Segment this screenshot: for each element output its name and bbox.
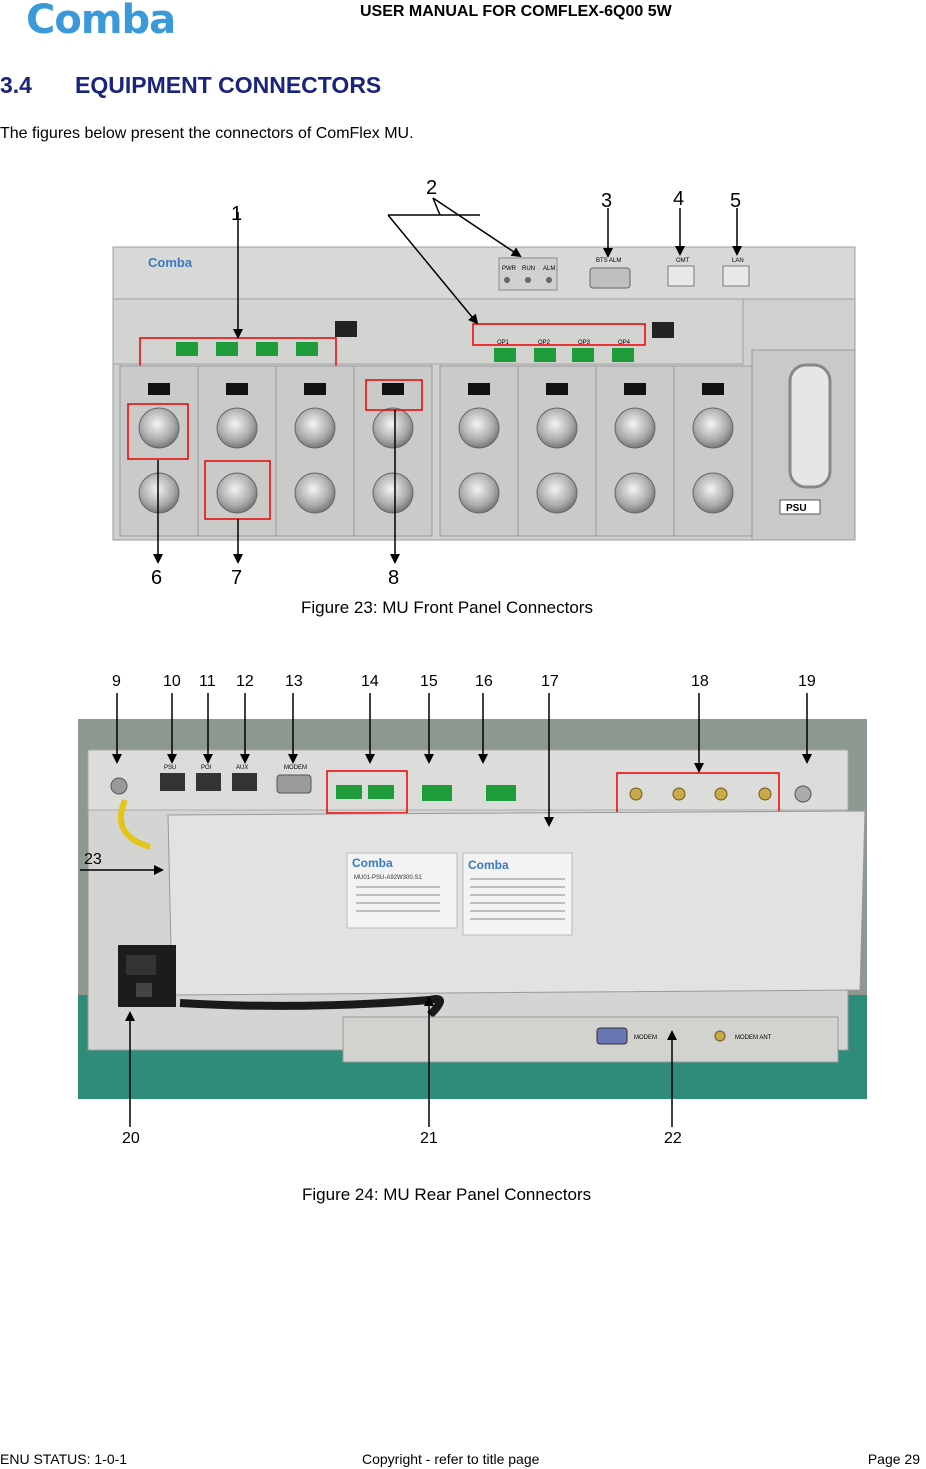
callout-2: 2 — [426, 177, 437, 199]
callout-21: 21 — [420, 1130, 438, 1147]
footer-status: ENU STATUS: 1-0-1 — [0, 1451, 128, 1467]
callout-11: 11 — [199, 673, 216, 690]
omt-label: OMT — [676, 258, 690, 264]
callout-6: 6 — [151, 567, 162, 589]
comba-logo: Comba — [26, 0, 176, 43]
op4-label: OP4 — [618, 340, 631, 346]
callout-17: 17 — [541, 673, 559, 690]
callout-20: 20 — [122, 1130, 140, 1147]
callout-7: 7 — [231, 567, 242, 589]
callout-5: 5 — [730, 190, 741, 212]
pwr-label: PWR — [502, 266, 517, 272]
callout-9: 9 — [112, 673, 121, 690]
section-title: EQUIPMENT CONNECTORS — [75, 72, 382, 98]
rear-panel-figure: PSU POI AUX MODEM Comba MU01-PSU-A92W300… — [78, 673, 867, 1147]
figure-23-caption: Figure 23: MU Front Panel Connectors — [301, 598, 593, 617]
psu-label: PSU — [786, 503, 807, 514]
callout-19: 19 — [798, 673, 816, 690]
op3-label: OP3 — [578, 340, 591, 346]
footer-page-number: Page 29 — [867, 1451, 920, 1467]
intro-paragraph: The figures below present the connectors… — [0, 125, 414, 142]
bts-alm-label: BTS ALM — [596, 258, 621, 264]
callout-8: 8 — [388, 567, 399, 589]
modem-ant-label: MODEM ANT — [735, 1035, 772, 1041]
op1-label: OP1 — [497, 340, 510, 346]
callout-15: 15 — [420, 673, 438, 690]
rear-psu-label: PSU — [164, 765, 176, 771]
bottom-modem-label: MODEM — [634, 1035, 657, 1041]
label-model: MU01-PSU-A92W300.S1 — [354, 875, 422, 881]
rear-poi-label: POI — [201, 765, 212, 771]
panel-brand: Comba — [148, 255, 193, 270]
front-panel-figure: Comba PWR RUN ALM BTS ALM OMT LAN OP1 OP… — [112, 177, 856, 589]
figure-24-caption: Figure 24: MU Rear Panel Connectors — [302, 1185, 592, 1204]
callout-3: 3 — [601, 190, 612, 212]
callout-18: 18 — [691, 673, 709, 690]
callout-22: 22 — [664, 1130, 682, 1147]
label-brand-2: Comba — [468, 858, 509, 872]
run-label: RUN — [522, 266, 535, 272]
section-number: 3.4 — [0, 72, 32, 98]
document-title: USER MANUAL FOR COMFLEX-6Q00 5W — [360, 3, 672, 20]
op2-label: OP2 — [538, 340, 551, 346]
callout-16: 16 — [475, 673, 493, 690]
rear-modem-label: MODEM — [284, 765, 307, 771]
callout-4: 4 — [673, 188, 684, 210]
label-brand-1: Comba — [352, 856, 393, 870]
alm-label: ALM — [543, 266, 555, 272]
callout-13: 13 — [285, 673, 303, 690]
callout-14: 14 — [361, 673, 379, 690]
callout-1: 1 — [231, 203, 242, 225]
lan-label: LAN — [732, 258, 744, 264]
callout-10: 10 — [163, 673, 181, 690]
callout-23: 23 — [84, 851, 102, 868]
footer-copyright: Copyright - refer to title page — [362, 1451, 540, 1467]
callout-12: 12 — [236, 673, 254, 690]
rear-aux-label: AUX — [236, 765, 248, 771]
